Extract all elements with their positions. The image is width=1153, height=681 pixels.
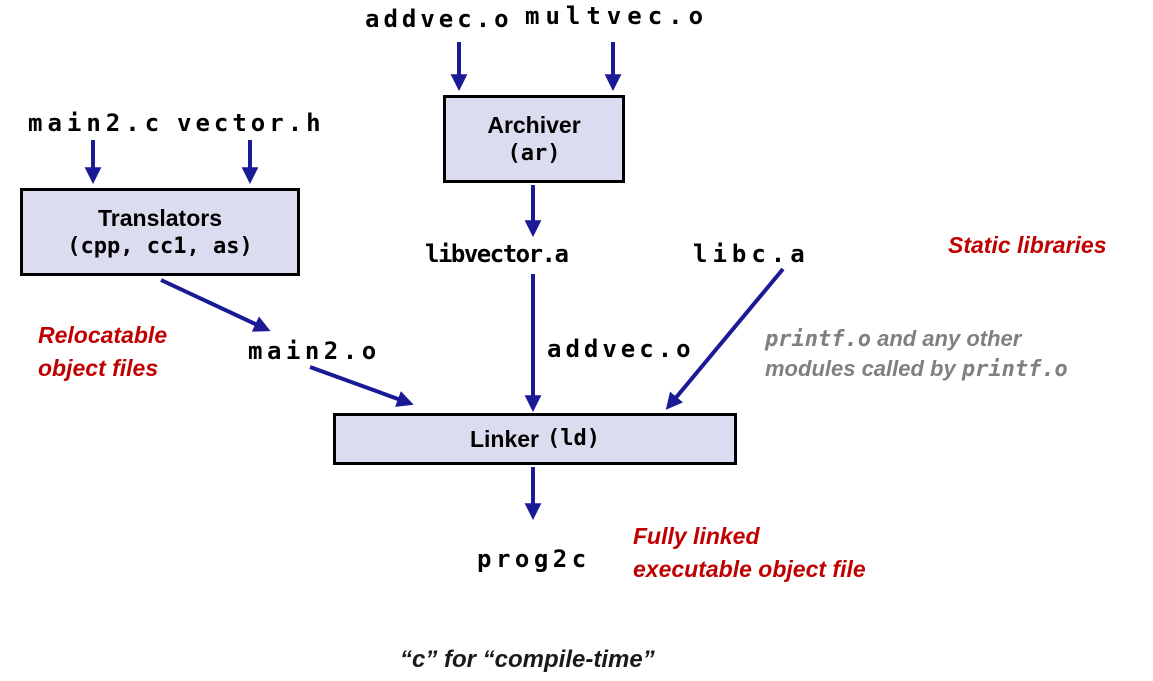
printf-note-line1: printf.o and any other	[765, 324, 1068, 354]
fully-linked-note-line1: Fully linked	[633, 523, 760, 549]
printf-note-text2: modules called by	[765, 356, 962, 382]
translators-title: Translators	[98, 204, 222, 231]
printf-note-text1: and any other	[870, 326, 1022, 351]
label-addvec-o-mid: addvec.o	[547, 335, 695, 363]
label-libc-a: libc.a	[693, 240, 810, 268]
label-main2-o: main2.o	[248, 337, 381, 365]
arrow-translators-to-main2o	[160, 278, 271, 332]
linker-subtitle: (ld)	[547, 426, 600, 452]
archiver-title: Archiver	[487, 111, 581, 138]
label-addvec-o-top: addvec.o	[365, 5, 513, 33]
archiver-subtitle: (ar)	[507, 140, 561, 166]
relocatable-note-line2: object files	[38, 354, 159, 381]
printf-note-code1: printf.o	[765, 327, 871, 352]
relocatable-note-line1: Relocatable	[38, 322, 168, 348]
translators-subtitle: (cpp, cc1, as)	[67, 233, 253, 259]
printf-note-line2: modules called by printf.o	[765, 354, 1068, 384]
archiver-box: Archiver (ar)	[443, 95, 625, 183]
static-libraries-note: Static libraries	[948, 232, 1107, 258]
relocatable-note: Relocatable object files	[38, 319, 167, 384]
translators-box: Translators (cpp, cc1, as)	[20, 188, 300, 276]
printf-note-code2: printf.o	[961, 357, 1068, 383]
label-multvec-o-top: multvec.o	[525, 2, 710, 30]
fully-linked-note: Fully linked executable object file	[633, 520, 866, 585]
printf-note: printf.o and any other modules called by…	[765, 324, 1068, 384]
compile-time-caption: “c” for “compile-time”	[400, 646, 655, 673]
arrow-main2o-to-linker	[309, 365, 414, 407]
label-vector-h: vector.h	[177, 109, 325, 137]
label-main2-c: main2.c	[28, 109, 165, 137]
label-libvector-a: libvector.a	[425, 240, 569, 268]
label-prog2c: prog2c	[477, 545, 591, 573]
fully-linked-note-line2: executable object file	[633, 555, 866, 582]
linker-title: Linker	[469, 425, 540, 452]
linker-box: Linker (ld)	[333, 413, 737, 465]
